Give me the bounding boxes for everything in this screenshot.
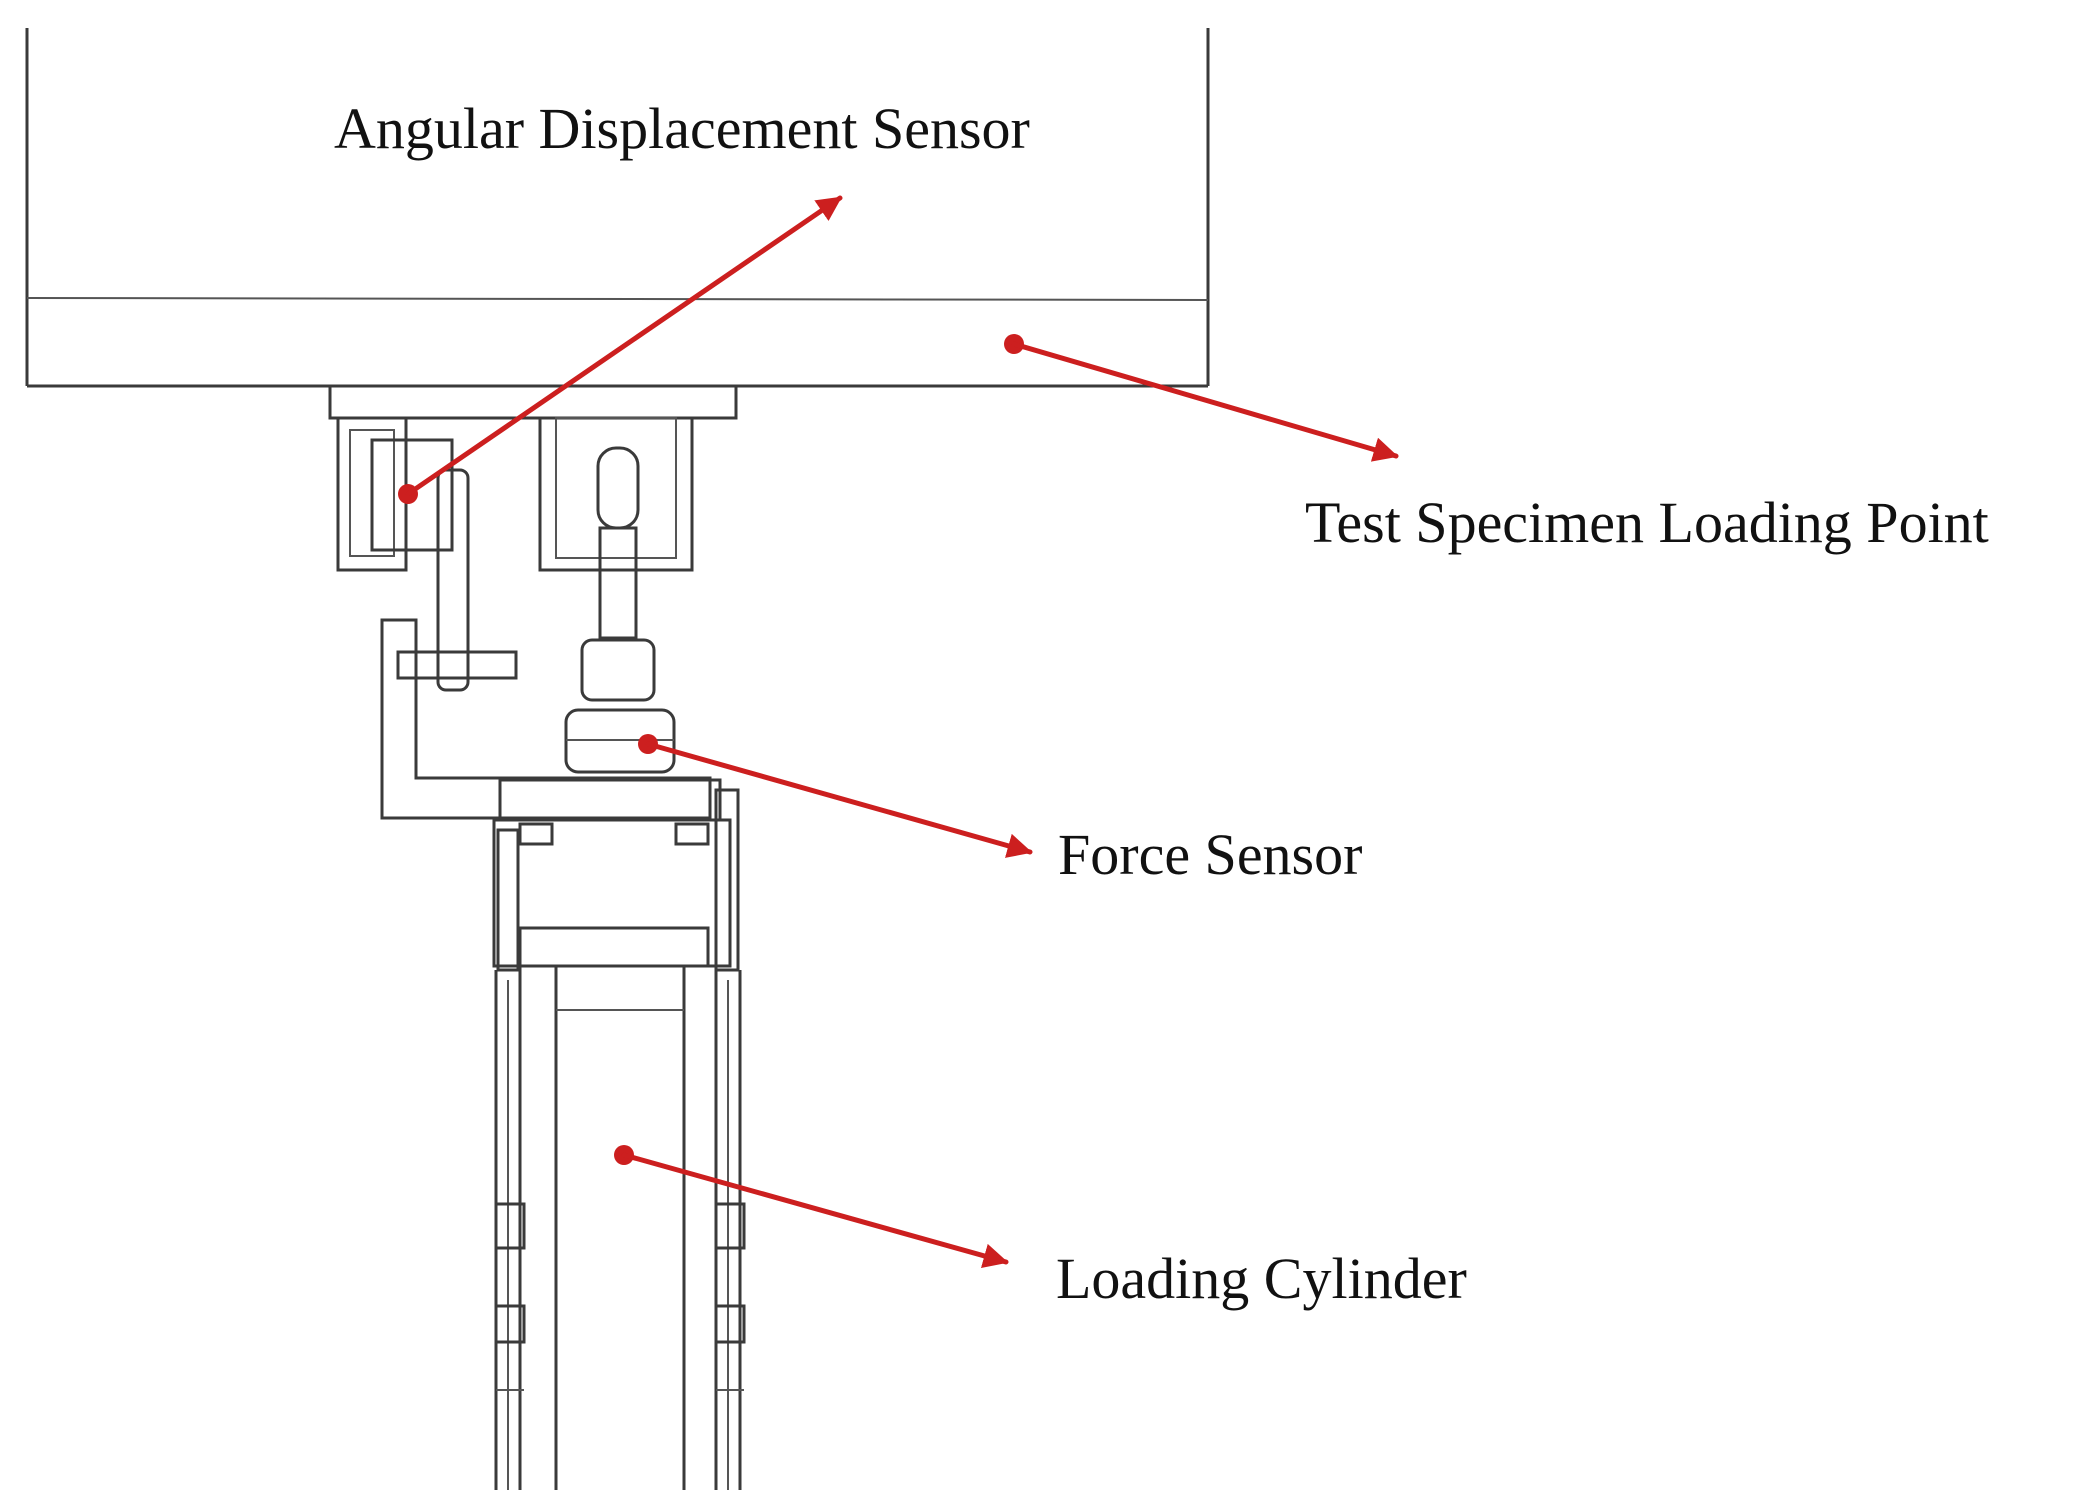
mounting-plate xyxy=(328,384,738,420)
test-specimen-block xyxy=(25,28,1210,388)
angular-sensor-bracket xyxy=(336,416,712,820)
clevis-rod-end xyxy=(538,416,694,702)
callout-angular-sensor xyxy=(398,195,843,504)
force-sensor-puck xyxy=(564,708,676,774)
label-test-specimen-loading-point: Test Specimen Loading Point xyxy=(1305,490,1989,555)
cylinder-head xyxy=(492,778,740,972)
callout-loading-point xyxy=(1004,334,1399,462)
label-loading-cylinder: Loading Cylinder xyxy=(1056,1246,1467,1311)
label-angular-displacement-sensor: Angular Displacement Sensor xyxy=(334,96,1030,161)
callout-loading-cylinder xyxy=(614,1145,1009,1268)
loading-cylinder-body xyxy=(494,966,746,1490)
callout-force-sensor xyxy=(638,734,1033,858)
label-force-sensor: Force Sensor xyxy=(1058,822,1362,887)
